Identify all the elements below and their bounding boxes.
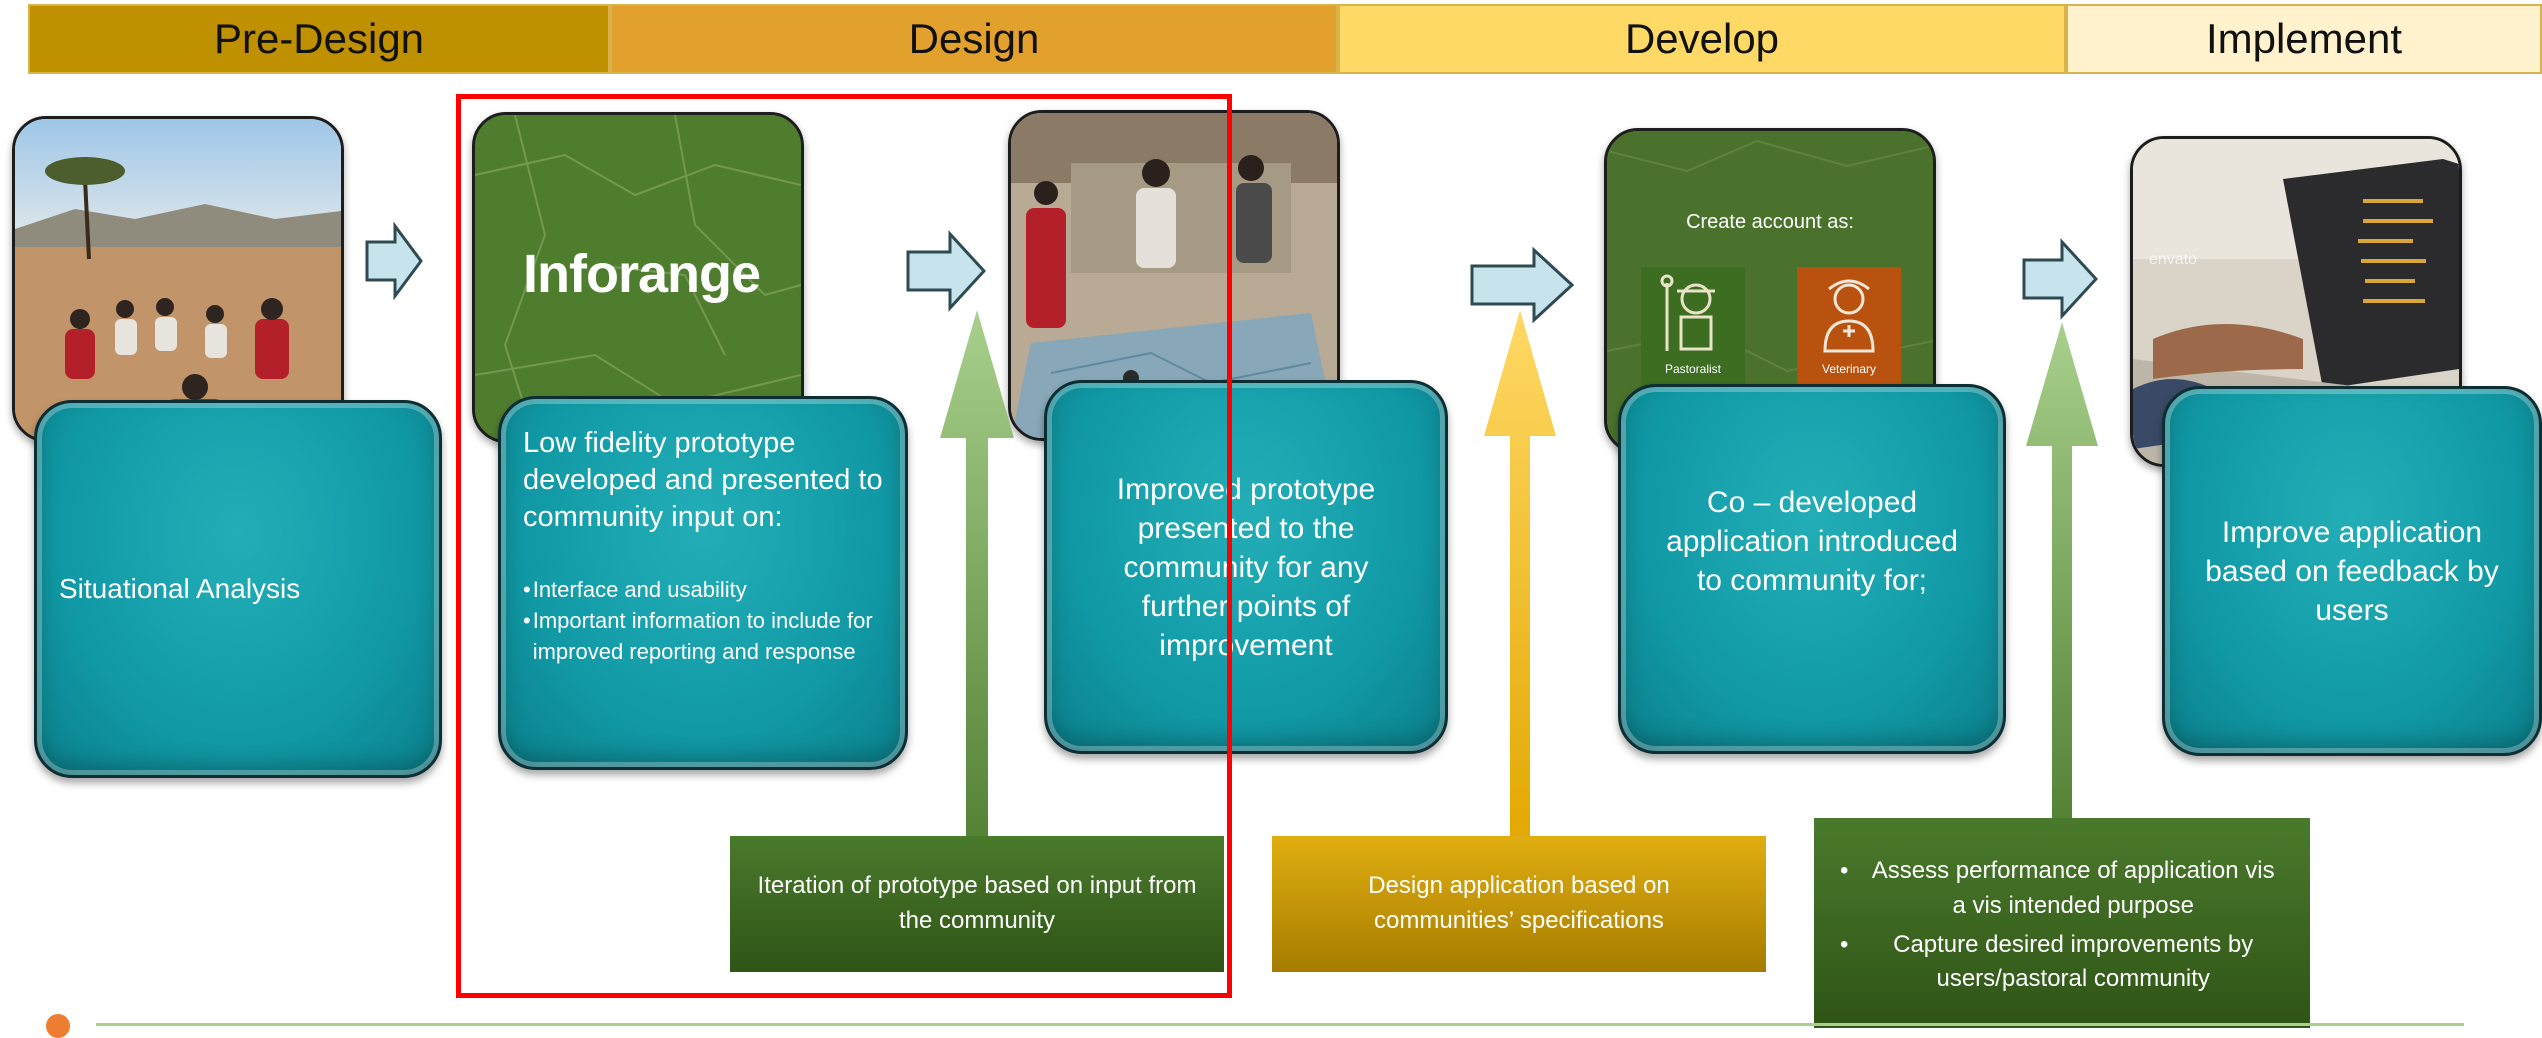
iteration-note-text: Iteration of prototype based on input fr… [757,872,1197,934]
improved-prototype-card: Improved prototype presented to the comm… [1044,380,1448,754]
design-application-note-box: Design application based on communities’… [1272,836,1766,972]
situational-analysis-card: Situational Analysis [34,400,442,778]
inforange-logo: Inforange [523,244,761,304]
upward-green-arrow-assess [2026,322,2098,822]
assess-performance-note-box: •Assess performance of application vis a… [1814,818,2310,1028]
create-account-heading: Create account as: [1686,211,1854,233]
arrow-right-icon [365,222,423,300]
improved-prototype-text: Improved prototype presented to the comm… [1116,472,1376,662]
field-meeting-photo [12,116,344,442]
low-fidelity-prototype-card: Low fidelity prototype developed and pre… [498,396,908,770]
phase-pre-design: Pre-Design [28,4,610,74]
improve-application-card: Improve application based on feedback by… [2162,386,2542,756]
veterinary-label: Veterinary [1821,362,1877,376]
phase-implement: Implement [2066,4,2542,74]
codeveloped-application-text: Co – developed application introduced to… [1666,486,1958,597]
pastoralist-icon [1660,274,1715,351]
bullet-item: •Capture desired improvements by users/p… [1840,930,2254,993]
phase-develop: Develop [1338,4,2066,74]
bullet-item: •Assess performance of application vis a… [1840,857,2275,919]
orange-marker [46,1014,70,1038]
situational-analysis-text: Situational Analysis [59,573,301,604]
bullet-item: •Interface and usability [523,577,747,603]
pastoralist-label: Pastoralist [1664,362,1722,376]
design-application-note-text: Design application based on communities’… [1368,872,1670,934]
improve-application-text: Improve application based on feedback by… [2205,515,2499,627]
upward-gold-arrow-design [1484,310,1556,842]
bullet-item: •Important information to include for im… [523,608,873,665]
codeveloped-application-card: Co – developed application introduced to… [1618,384,2006,754]
design-iteration-highlight [456,94,1232,998]
iteration-note-box: Iteration of prototype based on input fr… [730,836,1224,972]
envato-watermark: envato [2149,251,2198,268]
upward-green-arrow-iteration [940,310,1014,842]
veterinary-option: Veterinary [1797,267,1901,387]
arrow-right-icon [906,230,986,312]
footer-line [96,1023,2464,1026]
low-fidelity-heading: Low fidelity prototype developed and pre… [523,427,883,533]
arrow-right-icon [1470,246,1574,324]
inforange-splash-image: Inforange [472,112,804,443]
pastoralist-option: Pastoralist [1641,267,1745,387]
veterinary-icon [1823,279,1875,353]
phase-design: Design [610,4,1338,74]
arrow-right-icon [2022,238,2098,320]
